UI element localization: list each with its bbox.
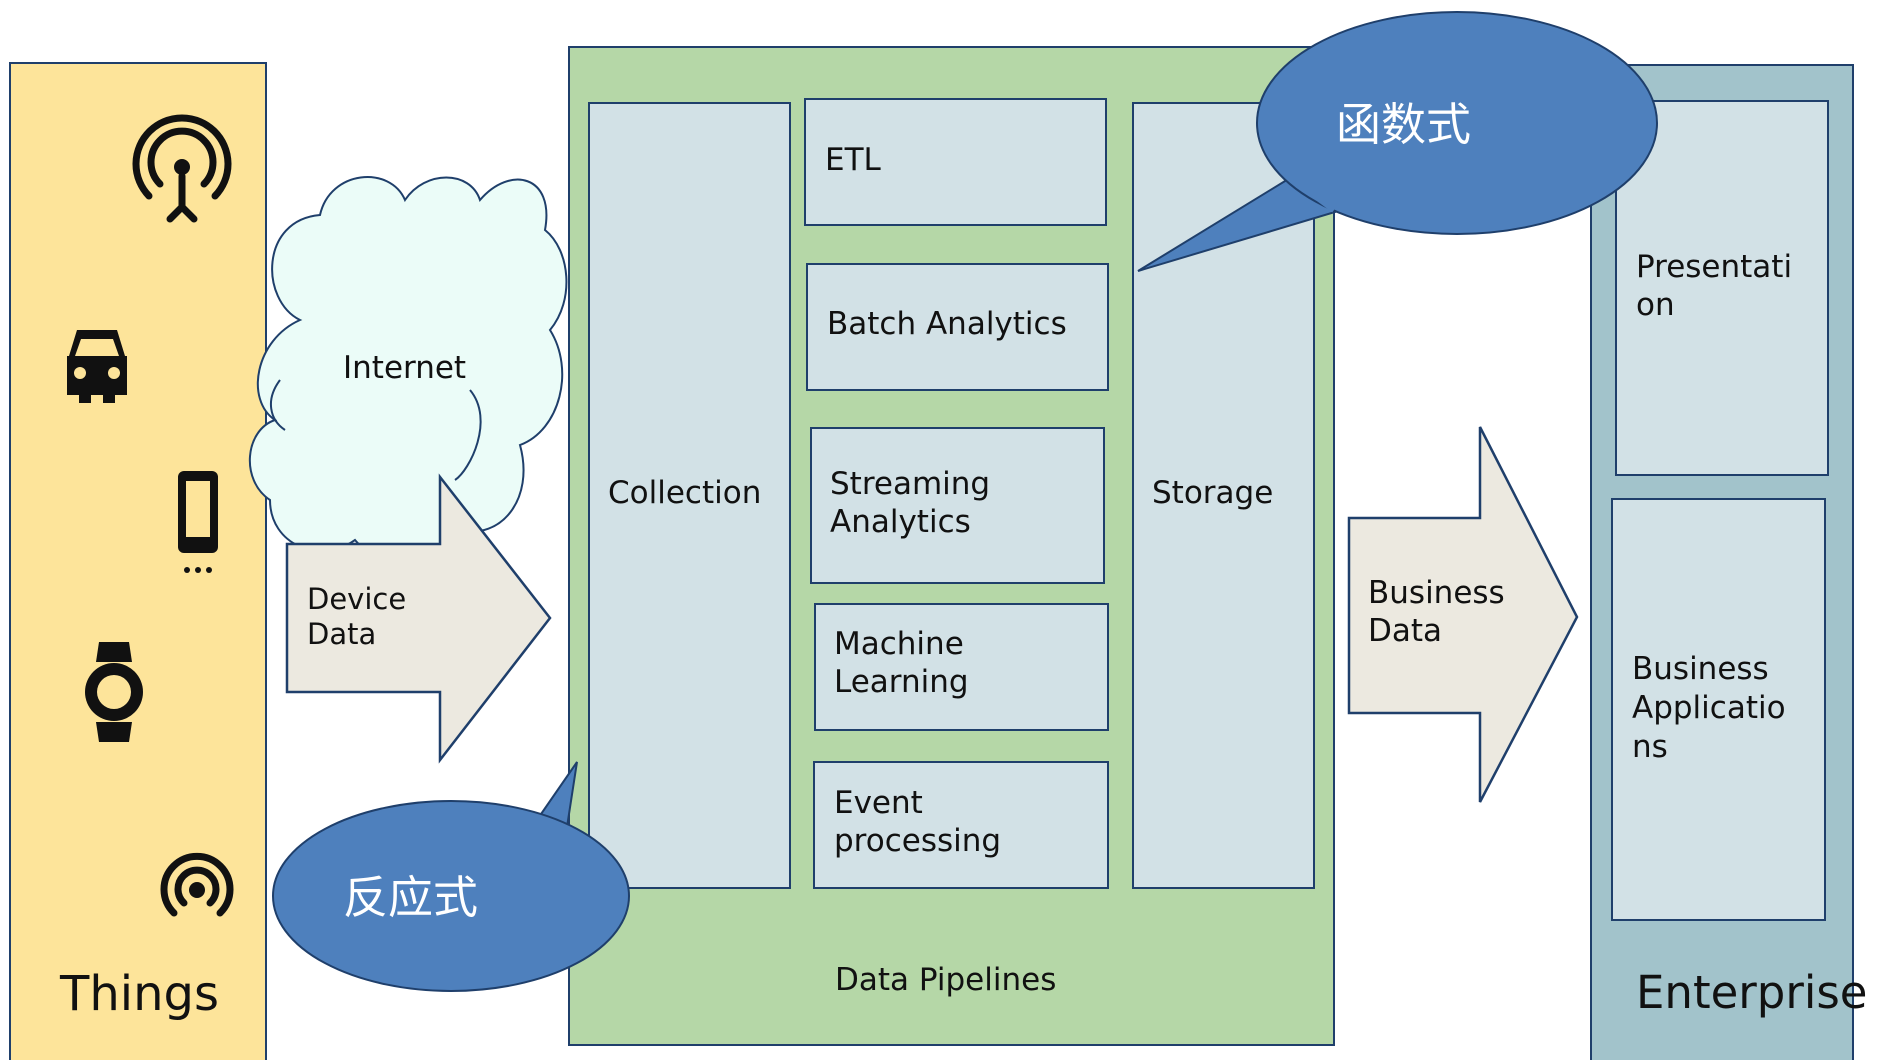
- streaming-analytics-label-line1: Streaming: [830, 466, 990, 502]
- storage-label: Storage: [1152, 475, 1273, 511]
- presentation-label-line2: on: [1636, 287, 1675, 323]
- device-data-label-line1: Device: [307, 582, 406, 616]
- watch-icon: [85, 642, 143, 742]
- etl-box: [804, 98, 1107, 226]
- event-processing-label-line2: processing: [834, 823, 1001, 859]
- device-data-arrow: [285, 473, 552, 764]
- business-applications-label-line2: Applicatio: [1632, 690, 1786, 726]
- business-data-label-line2: Data: [1368, 613, 1442, 649]
- batch-analytics-label: Batch Analytics: [827, 306, 1067, 342]
- functional-callout-text: 函数式: [1336, 98, 1471, 151]
- presentation-label-line1: Presentati: [1636, 249, 1792, 285]
- data-pipelines-label: Data Pipelines: [835, 962, 1056, 998]
- streaming-analytics-box: [810, 427, 1105, 584]
- reactive-callout: 反应式: [272, 761, 630, 992]
- business-applications-label-line3: ns: [1632, 729, 1668, 765]
- business-applications-label-line1: Business: [1632, 651, 1769, 687]
- sensor-icon: [160, 852, 234, 917]
- cloud-inner-arc: [270, 379, 286, 431]
- streaming-analytics-label-line2: Analytics: [830, 504, 971, 540]
- phone-icon: [178, 471, 218, 573]
- device-data-label-line2: Data: [307, 617, 376, 651]
- presentation-box: [1615, 100, 1829, 476]
- cloud-inner-arc: [454, 389, 482, 481]
- machine-learning-box: [814, 603, 1109, 731]
- event-processing-label-line1: Event: [834, 785, 923, 821]
- event-processing-box: [813, 761, 1109, 889]
- business-applications-box: [1611, 498, 1826, 921]
- functional-callout: 函数式: [1137, 11, 1658, 272]
- etl-label: ETL: [825, 142, 882, 178]
- collection-box: [588, 102, 791, 889]
- collection-label: Collection: [608, 475, 761, 511]
- antenna-icon: [132, 114, 232, 223]
- business-data-arrow: [1347, 426, 1579, 803]
- internet-cloud: [248, 176, 568, 563]
- reactive-callout-text: 反应式: [343, 871, 478, 924]
- internet-label: Internet: [343, 350, 466, 386]
- car-icon: [67, 330, 127, 403]
- machine-learning-label-line2: Learning: [834, 664, 969, 700]
- batch-analytics-box: [806, 263, 1109, 391]
- things-panel: [9, 62, 267, 1060]
- enterprise-label: Enterprise: [1636, 966, 1867, 1019]
- things-label: Things: [59, 966, 219, 1022]
- machine-learning-label-line1: Machine: [834, 626, 964, 662]
- business-data-label-line1: Business: [1368, 575, 1505, 611]
